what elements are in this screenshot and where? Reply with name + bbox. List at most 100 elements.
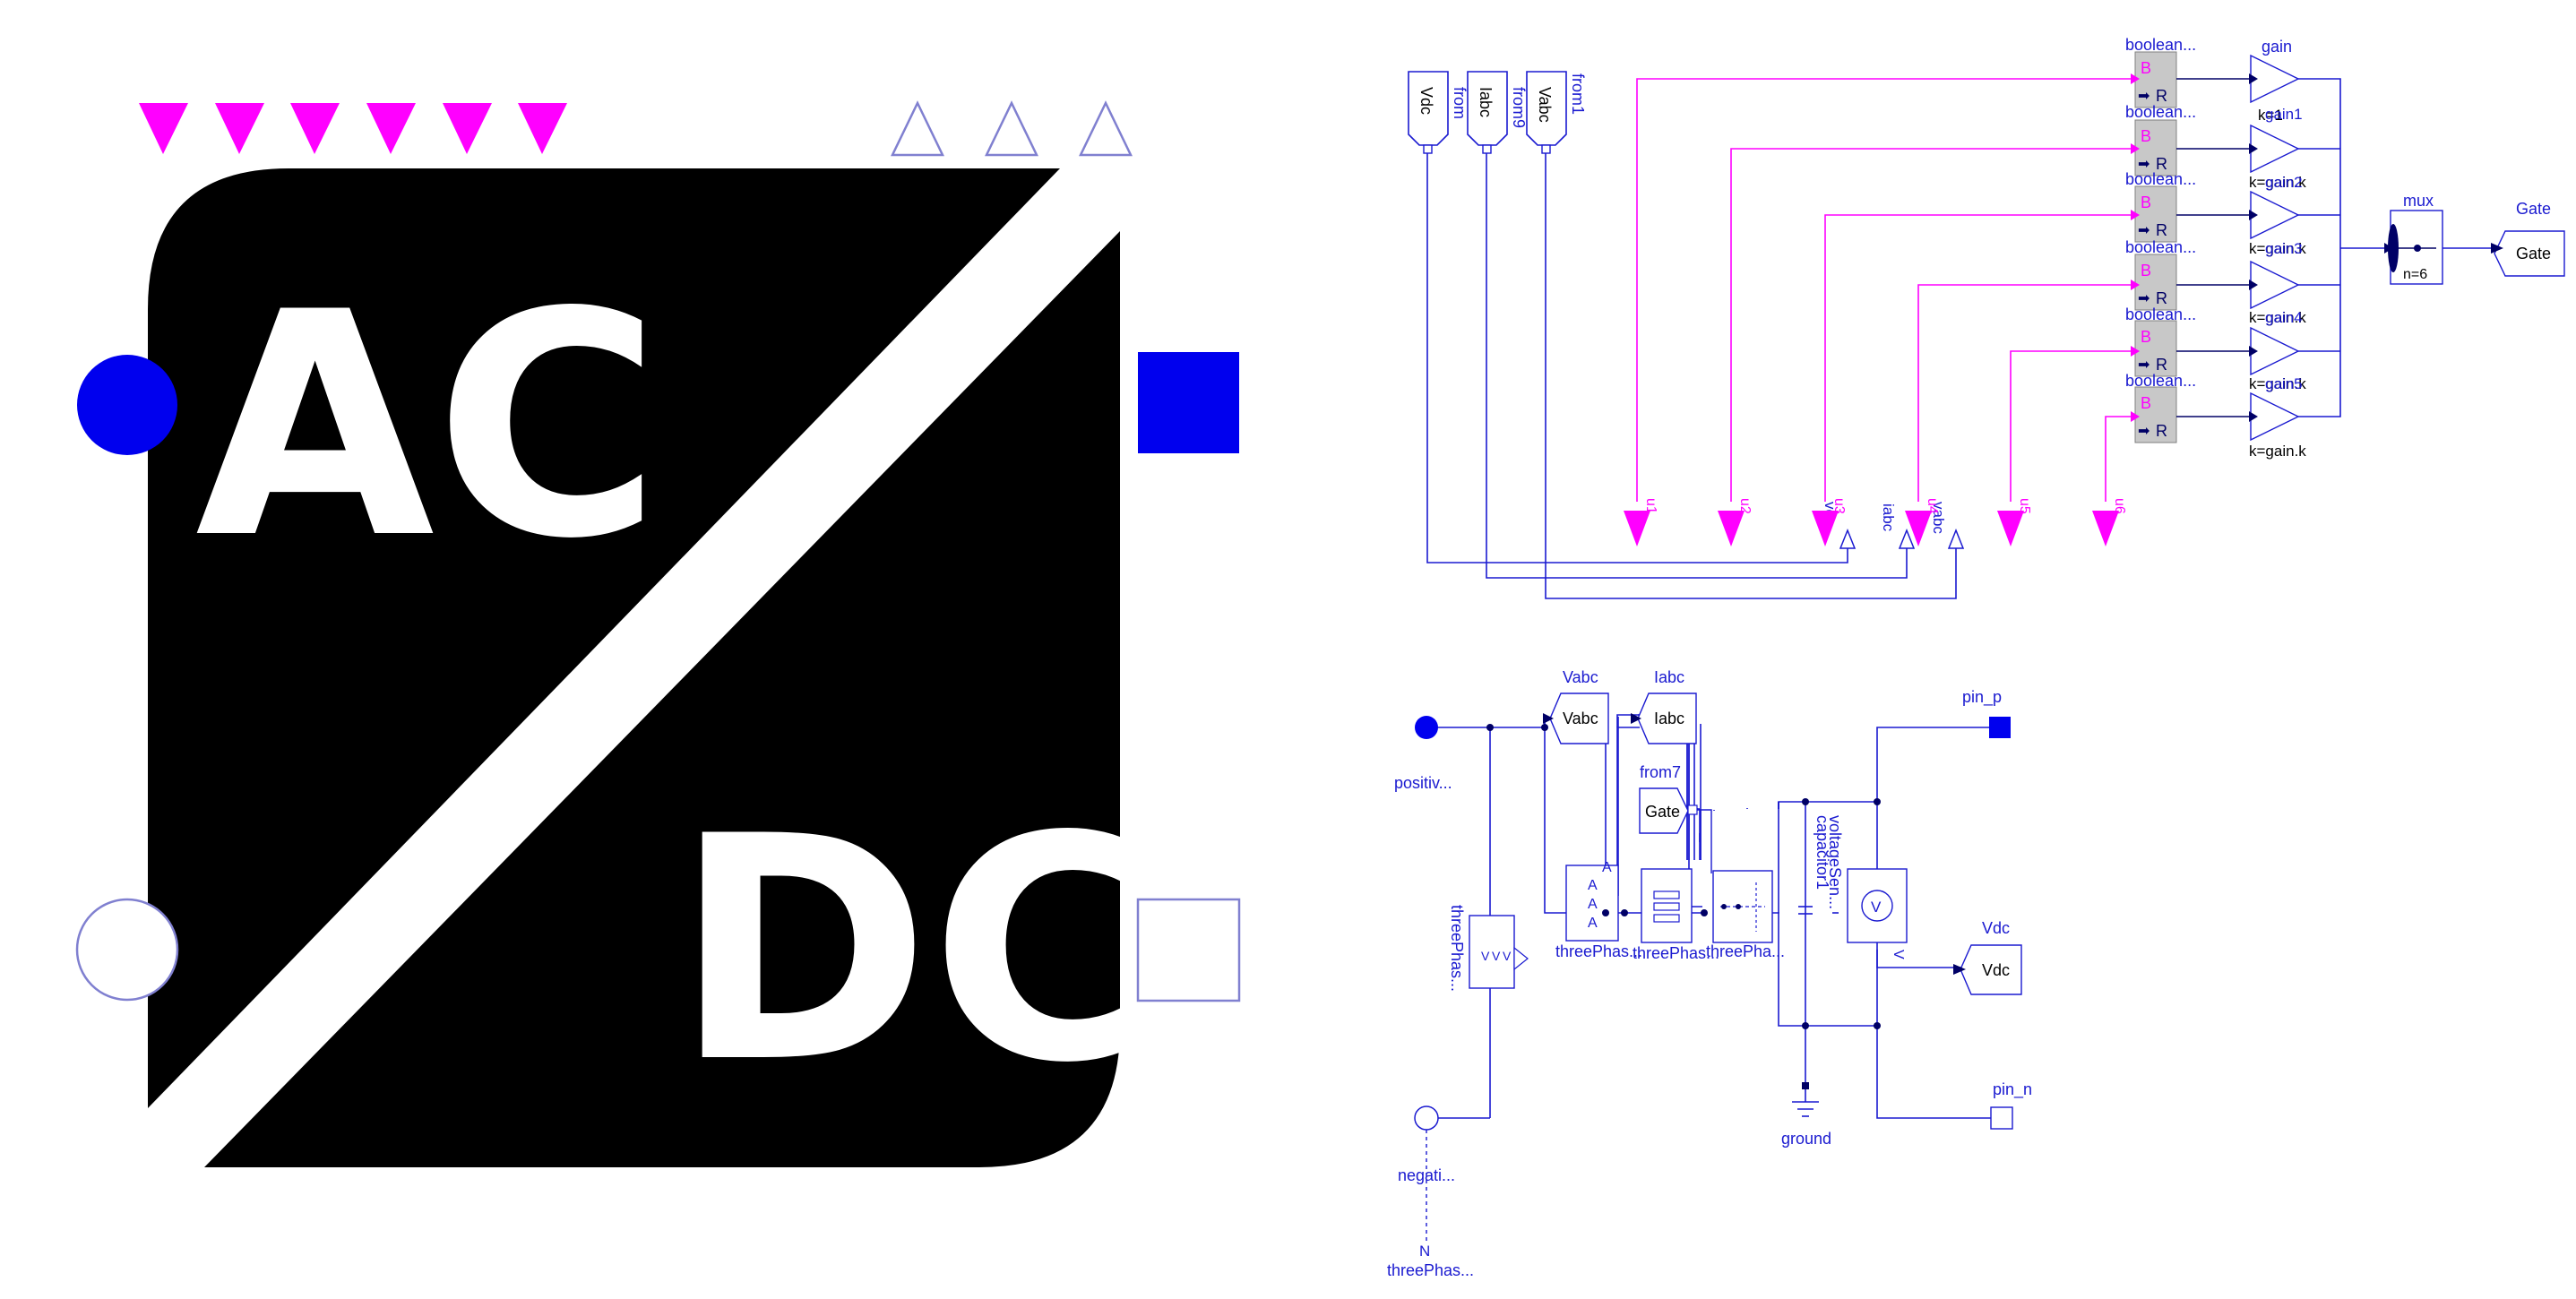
boolean-wires xyxy=(1636,78,2131,502)
output-triangle-2[interactable] xyxy=(985,100,1038,157)
svg-text:R: R xyxy=(2156,155,2167,173)
dc-voltage-sensor[interactable]: V voltageSen... V xyxy=(1826,815,1908,959)
acdc-icon: AC DC xyxy=(75,100,1241,1167)
svg-text:from7: from7 xyxy=(1640,763,1681,781)
from-block-name: from9 xyxy=(1510,87,1528,128)
input-triangle-1[interactable] xyxy=(139,103,188,154)
gain-block[interactable]: gain2 k=gain.k xyxy=(2249,174,2306,257)
dc-label: DC xyxy=(674,771,1158,1131)
three-phase-voltage-sensor[interactable]: V V V threePhas... xyxy=(1448,905,1529,992)
svg-text:gain2: gain2 xyxy=(2265,174,2303,191)
ammeter-name: threePhas... xyxy=(1555,942,1642,960)
three-phase-ammeter[interactable]: A A A A threePhas... xyxy=(1555,860,1642,960)
from-block-name: from xyxy=(1451,87,1469,119)
voltmeter-label: V xyxy=(1503,949,1512,963)
input-u1[interactable] xyxy=(1624,511,1650,546)
pin-p-block[interactable]: pin_p xyxy=(1962,688,2011,738)
ac-label: AC xyxy=(195,247,661,606)
pin-n-block[interactable]: pin_n xyxy=(1990,1080,2032,1130)
gain-block[interactable]: gain k=1 xyxy=(2249,38,2300,124)
positive-dc-pin[interactable] xyxy=(1138,352,1239,453)
positive-ac-pin[interactable] xyxy=(77,355,177,455)
power-circuit: positiv... negati... N threePhas... V V … xyxy=(1387,668,2032,1279)
negative-dc-pin[interactable] xyxy=(1136,898,1241,1002)
from-block-label: Vabc xyxy=(1536,87,1554,123)
boolean-to-real-4[interactable]: boolean... B ➡ R xyxy=(2125,238,2196,311)
goto-vabc-block[interactable]: Vabc Vabc xyxy=(1543,668,1609,744)
goto-vdc-block[interactable]: Vdc Vdc xyxy=(1953,919,2022,995)
goto-iabc-block[interactable]: Iabc Iabc xyxy=(1631,668,1697,744)
output-triangle-3[interactable] xyxy=(1079,100,1133,157)
svg-text:mux: mux xyxy=(2403,192,2434,210)
svg-text:Gate: Gate xyxy=(1645,803,1680,821)
icon-body-upper xyxy=(148,168,1060,1108)
svg-text:pin_p: pin_p xyxy=(1962,688,2002,707)
negative-ac-pin[interactable] xyxy=(75,898,179,1002)
gain-block[interactable]: gain5 k=gain.k xyxy=(2249,375,2306,460)
input-u4[interactable] xyxy=(1905,511,1932,546)
from-block-iabc[interactable]: Iabc from9 xyxy=(1467,71,1528,154)
input-label: u6 xyxy=(2112,498,2127,514)
input-u3[interactable] xyxy=(1812,511,1839,546)
three-phase-rl[interactable]: threePhas... xyxy=(1633,868,1719,962)
boolean-to-real-2[interactable]: boolean... B ➡ R xyxy=(2125,103,2196,176)
input-triangle-5[interactable] xyxy=(443,103,492,154)
svg-text:R: R xyxy=(2156,289,2167,307)
input-u6[interactable] xyxy=(2092,511,2119,546)
svg-text:R: R xyxy=(2156,87,2167,105)
boolean-to-real-5[interactable]: boolean... B ➡ R xyxy=(2125,305,2196,377)
svg-text:boolean...: boolean... xyxy=(2125,372,2196,390)
voltmeter-label: V xyxy=(1481,949,1490,963)
gain-block[interactable]: gain4 k=gain.k xyxy=(2249,309,2306,392)
ammeter-label: A xyxy=(1588,916,1598,931)
output-triangle-1[interactable] xyxy=(891,100,944,157)
boolean-to-real-6[interactable]: boolean... B ➡ R xyxy=(2125,372,2196,443)
mux-block[interactable]: mux n=6 xyxy=(2384,192,2443,285)
output-vabc[interactable] xyxy=(1947,528,1965,549)
ammeter-label: A xyxy=(1588,878,1598,893)
input-triangle-3[interactable] xyxy=(290,103,340,154)
gain-block[interactable]: gain1 k=gain.k xyxy=(2249,106,2306,191)
measurement-wires xyxy=(1426,153,1957,599)
three-phase-bridge[interactable]: threePha... xyxy=(1706,870,1785,960)
input-triangle-2[interactable] xyxy=(215,103,264,154)
boolean-input-triangles xyxy=(139,103,567,154)
input-label: u1 xyxy=(1643,498,1658,514)
boolean-to-real-3[interactable]: boolean... B ➡ R xyxy=(2125,170,2196,243)
input-u5[interactable] xyxy=(1997,511,2024,546)
from-block-vabc[interactable]: Vabc from1 xyxy=(1526,71,1587,154)
arrow-icon: ➡ xyxy=(2138,424,2150,439)
svg-text:k=gain.k: k=gain.k xyxy=(2249,375,2306,392)
bridge-name: threePha... xyxy=(1706,942,1785,960)
from7-gate-block[interactable]: from7 Gate xyxy=(1639,763,1698,834)
goto-gate-block[interactable]: Gate Gate xyxy=(2491,200,2565,277)
ground-block[interactable]: ground xyxy=(1781,1082,1831,1148)
input-label: u5 xyxy=(2017,498,2032,514)
input-triangle-4[interactable] xyxy=(366,103,416,154)
svg-text:Vdc: Vdc xyxy=(1982,919,2010,937)
capacitor1[interactable]: capacitor1 xyxy=(1798,815,1831,915)
svg-text:boolean...: boolean... xyxy=(2125,305,2196,323)
voltage-sensor-name: voltageSen... xyxy=(1826,815,1844,909)
input-u2[interactable] xyxy=(1718,511,1745,546)
output-vdc[interactable] xyxy=(1839,528,1857,549)
output-iabc[interactable] xyxy=(1898,528,1916,549)
boolean-to-real-1[interactable]: boolean... B ➡ R xyxy=(2125,36,2196,108)
junction-dots xyxy=(1486,724,1881,1029)
positive-pin-block[interactable]: positiv... xyxy=(1394,716,1452,792)
svg-text:B: B xyxy=(2141,394,2151,412)
from-block-vdc[interactable]: Vdc from xyxy=(1408,71,1469,154)
boolean-to-real-blocks: boolean... B ➡ R boolean... B ➡ R boolea… xyxy=(2125,36,2196,443)
from-block-label: Iabc xyxy=(1477,87,1495,117)
neutral-label: N xyxy=(1419,1243,1430,1260)
svg-text:B: B xyxy=(2141,194,2151,211)
gate-signal-wire xyxy=(1697,809,1712,873)
voltmeter-symbol: V xyxy=(1871,899,1882,916)
from-block-name: from1 xyxy=(1569,73,1587,115)
svg-text:k=gain.k: k=gain.k xyxy=(2249,240,2306,257)
svg-text:gain: gain xyxy=(2262,38,2292,56)
input-triangle-6[interactable] xyxy=(518,103,567,154)
input-label: u4 xyxy=(1925,498,1940,514)
gain-block[interactable]: gain3 k=gain.k xyxy=(2249,240,2306,326)
